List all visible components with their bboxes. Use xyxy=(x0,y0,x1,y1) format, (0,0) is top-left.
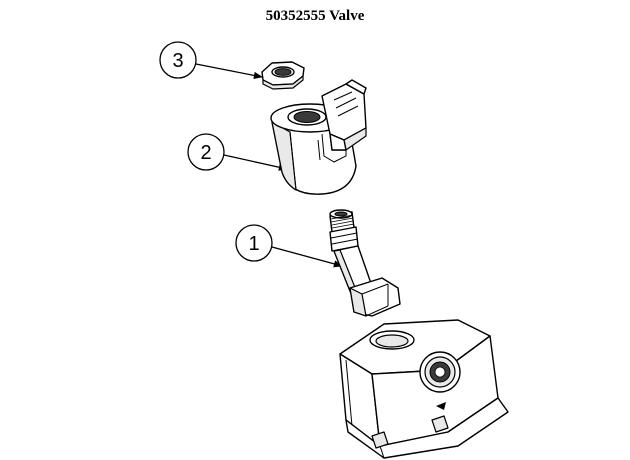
valve-body-part xyxy=(339,319,509,459)
callout-2-label: 2 xyxy=(200,142,211,164)
callout-1: 1 xyxy=(235,224,343,268)
diagram-title: 50352555 Valve xyxy=(265,8,365,24)
nut-part xyxy=(261,61,305,90)
callout-3-label: 3 xyxy=(172,50,183,72)
callout-1-leader xyxy=(271,246,343,268)
armature-tube-part xyxy=(329,209,401,317)
callout-1-circle xyxy=(235,224,273,262)
callout-3: 3 xyxy=(159,41,263,79)
callout-1-label: 1 xyxy=(248,233,259,255)
callout-2: 2 xyxy=(187,133,288,171)
callout-2-circle xyxy=(187,133,225,171)
coil-part xyxy=(270,79,367,195)
callout-3-circle xyxy=(159,41,197,79)
callout-3-leader xyxy=(195,63,263,79)
callout-2-leader xyxy=(223,154,288,171)
